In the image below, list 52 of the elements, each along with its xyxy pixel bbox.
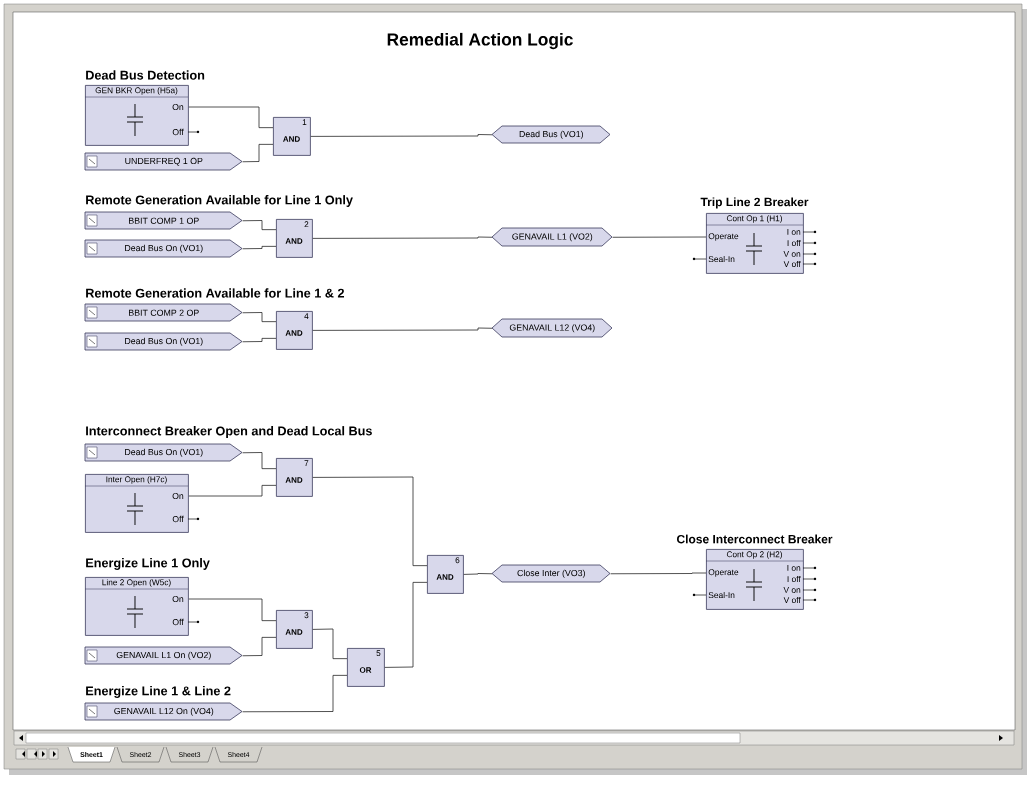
connector-line bbox=[384, 581, 428, 668]
input-tag: BBIT COMP 2 OP bbox=[84, 303, 243, 322]
connector-line bbox=[242, 337, 277, 343]
input-tag: Dead Bus On (VO1) bbox=[84, 239, 243, 258]
contact-block: Inter Open (H7c) On Off bbox=[84, 474, 200, 533]
connector-line bbox=[242, 245, 277, 250]
connector-line bbox=[242, 452, 277, 470]
contact-block: GEN BKR Open (H5a) On Off bbox=[84, 85, 200, 146]
connector-line bbox=[188, 598, 277, 622]
section-heading: Remote Generation Available for Line 1 & 2 bbox=[86, 288, 344, 298]
logic-gate: 2 AND bbox=[276, 219, 313, 258]
connector-line bbox=[242, 636, 277, 657]
section-heading: Energize Line 1 Only bbox=[86, 558, 210, 570]
logic-gate: 6 AND bbox=[427, 555, 464, 594]
connector-line bbox=[312, 327, 493, 331]
node-label: Trip Line 2 Breaker bbox=[700, 197, 809, 209]
logic-gate: 4 AND bbox=[276, 311, 313, 350]
connector-line bbox=[312, 236, 493, 239]
output-contact-block: Close Interconnect Breaker Cont Op 2 (H2) Operate Seal-In I on I off V on V off bbox=[677, 534, 833, 610]
logic-gate: 3 AND bbox=[276, 610, 313, 649]
node-label: Close Interconnect Breaker bbox=[676, 534, 833, 544]
input-tag: UNDERFREQ 1 OP bbox=[84, 152, 243, 171]
connector-line bbox=[610, 572, 707, 575]
input-tag: BBIT COMP 1 OP bbox=[84, 211, 243, 230]
output-tag: GENAVAIL L12 (VO4) bbox=[491, 318, 613, 338]
connector-line bbox=[242, 674, 348, 713]
connector-line bbox=[463, 573, 493, 575]
section-heading: Interconnect Breaker Open and Dead Local Bus bbox=[86, 426, 372, 438]
connector-line bbox=[312, 628, 348, 660]
input-tag: Dead Bus On (VO1) bbox=[84, 443, 243, 462]
output-tag: GENAVAIL L1 (VO2) bbox=[491, 227, 613, 247]
logic-gate: 5 OR bbox=[347, 648, 385, 687]
contact-block: Line 2 Open (W5c) On Off bbox=[84, 577, 200, 636]
connector-line bbox=[312, 476, 428, 567]
logic-gate: 1 AND bbox=[273, 117, 311, 156]
section-heading: Remote Generation Available for Line 1 Only bbox=[86, 195, 353, 207]
logic-gate: 7 AND bbox=[276, 458, 313, 497]
output-contact-block: Trip Line 2 Breaker Cont Op 1 (H1) Operate Seal-In I on I off V on V off bbox=[692, 197, 817, 274]
diagram-title: Remedial Action Logic bbox=[387, 32, 573, 50]
section-heading: Energize Line 1 & Line 2 bbox=[86, 686, 231, 698]
output-tag: Close Inter (VO3) bbox=[491, 564, 611, 583]
connector-line bbox=[310, 134, 493, 137]
input-tag: GENAVAIL L12 On (VO4) bbox=[84, 702, 243, 721]
connector-line bbox=[242, 220, 277, 231]
input-tag: Dead Bus On (VO1) bbox=[84, 332, 243, 351]
connector-line bbox=[242, 143, 274, 163]
connector-line bbox=[612, 236, 707, 238]
output-tag: Dead Bus (VO1) bbox=[491, 125, 611, 144]
connector-line bbox=[242, 312, 277, 323]
connector-line bbox=[188, 484, 277, 497]
connector-line bbox=[188, 106, 274, 129]
input-tag: GENAVAIL L1 On (VO2) bbox=[84, 646, 243, 665]
